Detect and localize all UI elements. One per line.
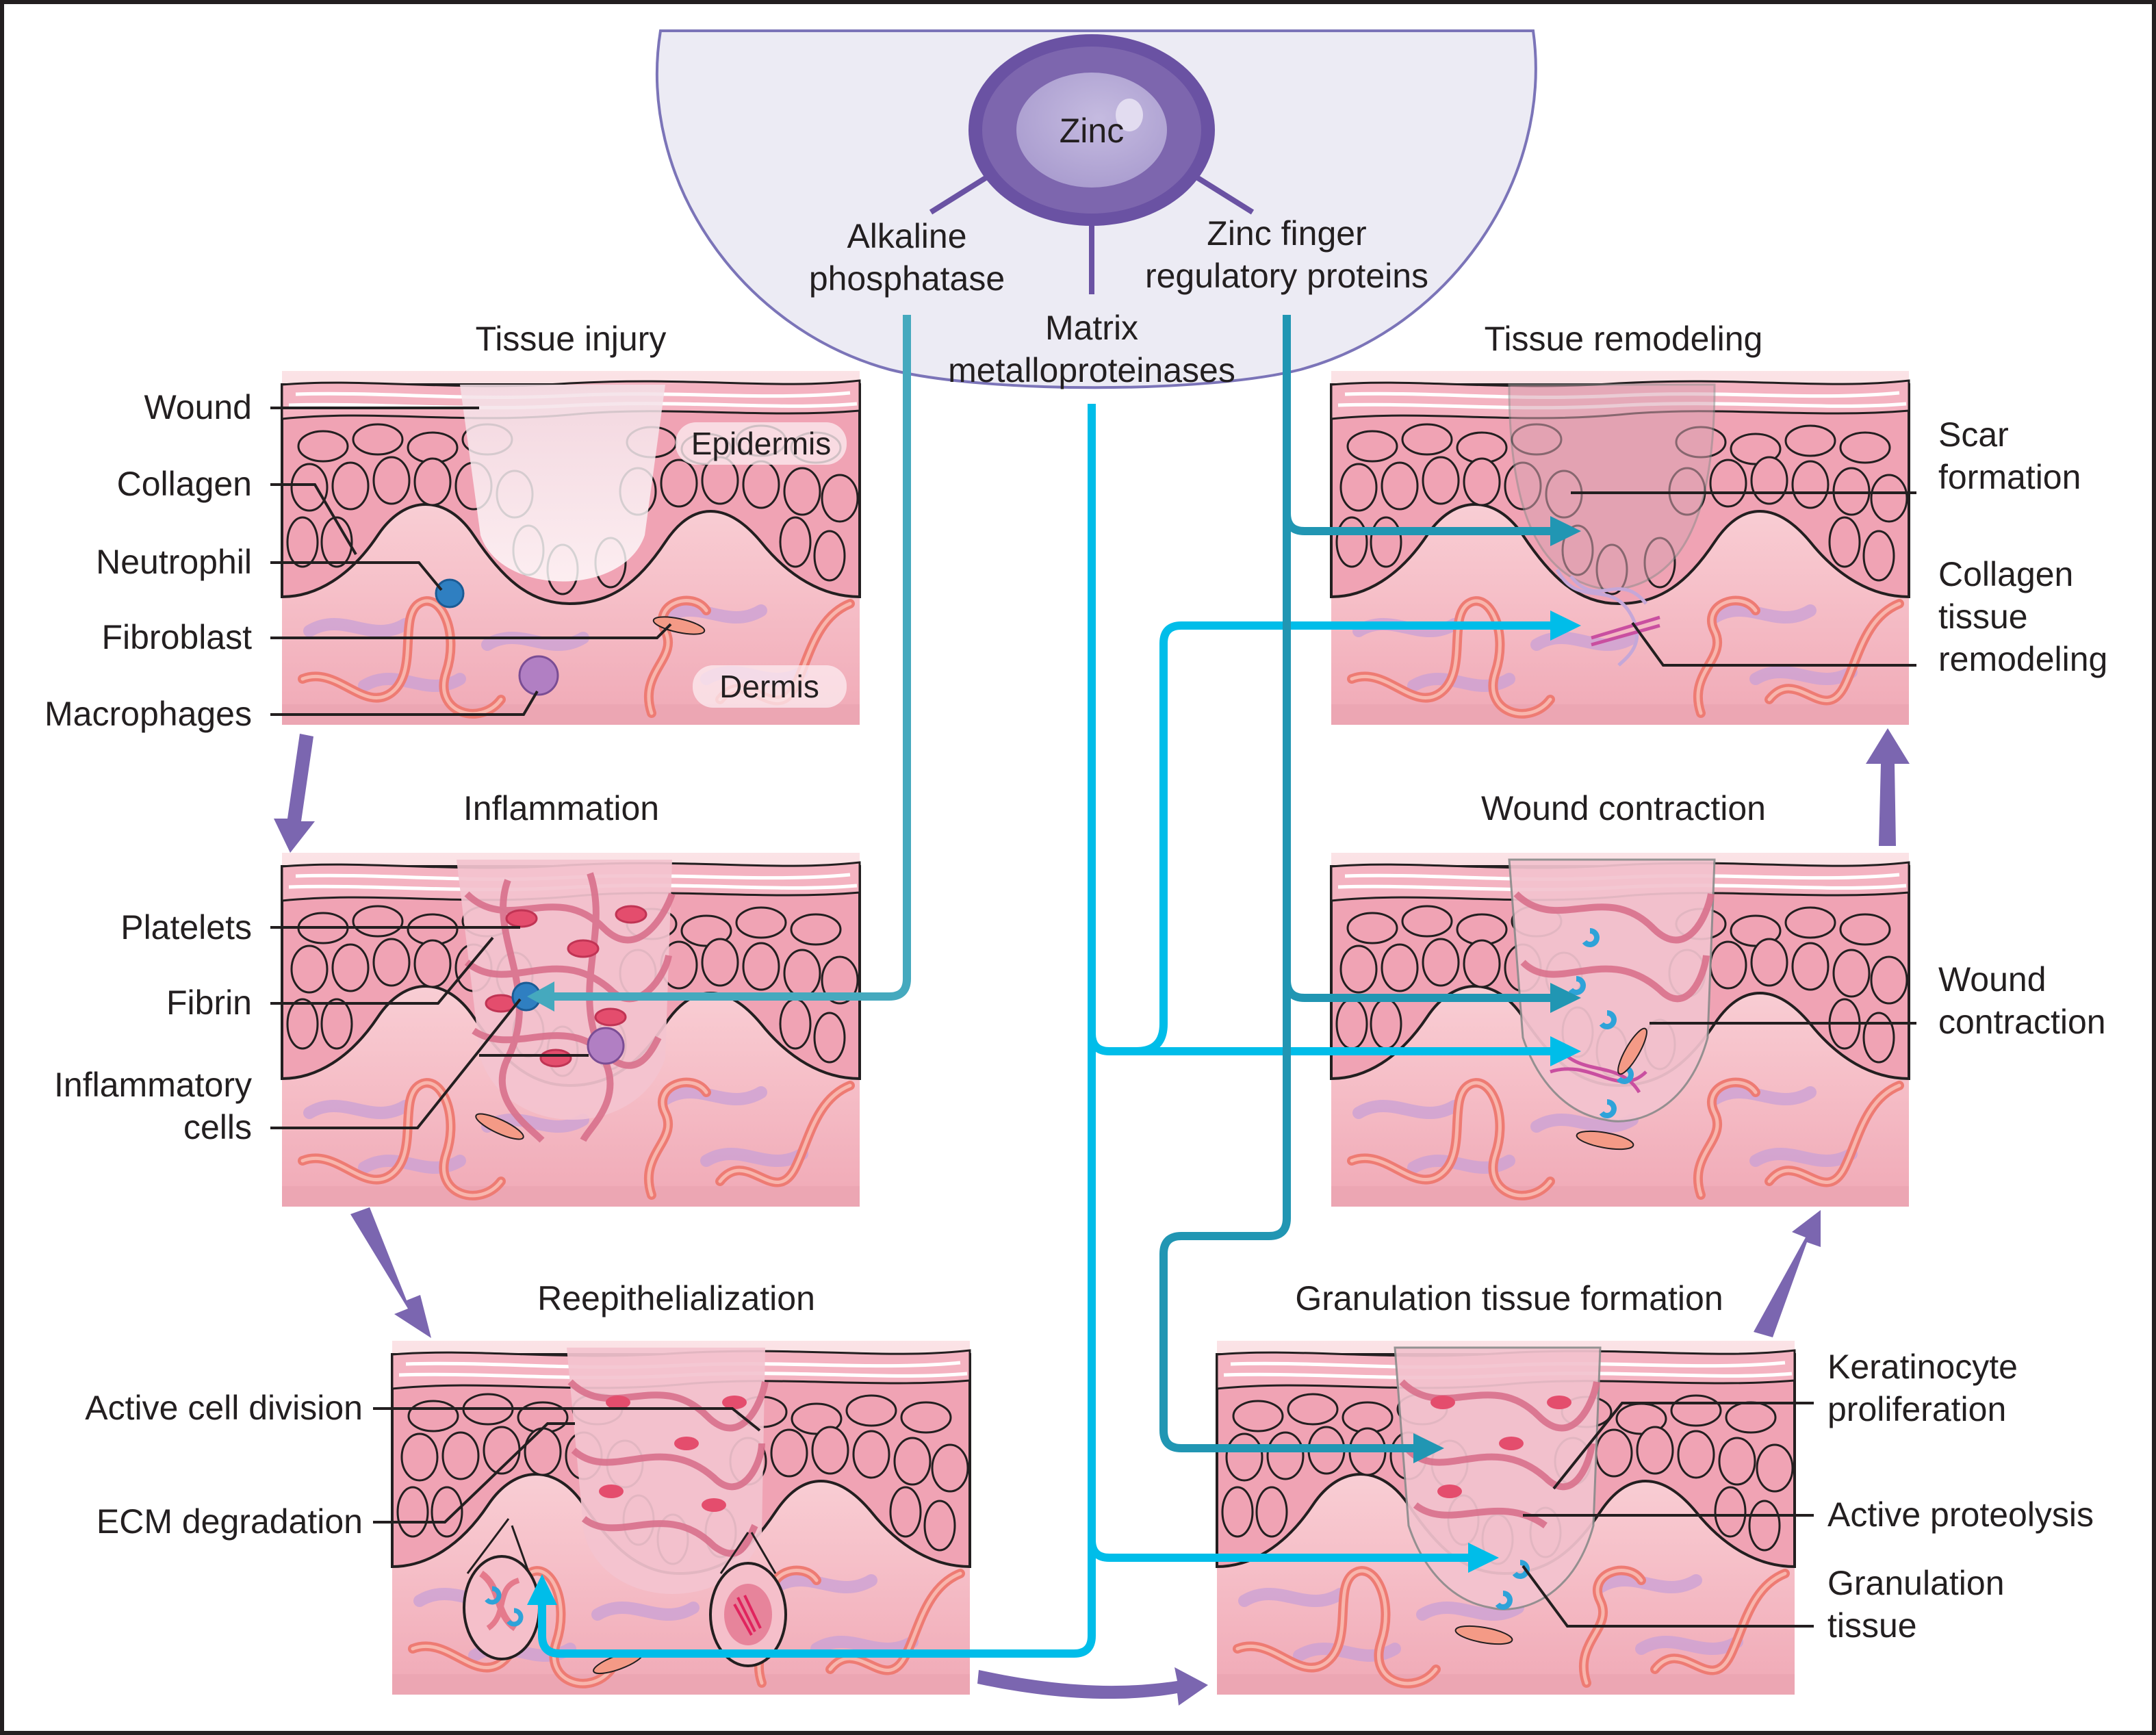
enzyme-alkaline-phosphatase-line2: phosphatase [809, 259, 1005, 298]
panel-title: Granulation tissue formation [1295, 1279, 1723, 1318]
label-granulation-line2: tissue [1827, 1606, 1917, 1645]
leader-active-cell-division [373, 1407, 761, 1432]
enzyme-mmp-line1: Matrix [1045, 309, 1138, 347]
label-wound-contraction-line2: contraction [1938, 1003, 2106, 1041]
leader-collagen [270, 483, 357, 556]
tag-epidermis: Epidermis [691, 426, 832, 461]
myofibroblast-icon [1617, 1027, 1647, 1075]
label-collagen-remodeling-line2: tissue [1938, 597, 2028, 636]
panel-granulation-tissue: Granulation tissue formation Keratinocyt… [1217, 1279, 2094, 1695]
panel-reepithelialization: Reepithelialization [85, 1279, 970, 1695]
tag-dermis: Dermis [719, 669, 819, 704]
label-wound: Wound [144, 388, 252, 426]
ecm-degradation-inset [463, 1518, 541, 1660]
leader-fibroblast [270, 623, 672, 639]
flow-arrow-granulation-to-wound-contraction [1754, 1210, 1821, 1337]
label-scar-line1: Scar [1938, 415, 2009, 454]
macrophage-icon [518, 655, 559, 696]
flow-arrow-wound-contraction-to-tissue-remodeling [1866, 728, 1910, 846]
zinc-label: Zinc [1060, 112, 1124, 150]
enzyme-alkaline-phosphatase-line1: Alkaline [847, 217, 966, 255]
panel-title: Reepithelialization [537, 1279, 815, 1318]
connector-mmp-to-granulation [1088, 1539, 1472, 1562]
label-collagen-remodeling-line1: Collagen [1938, 555, 2073, 593]
arrowhead-zinc-finger-granulation [1413, 1433, 1444, 1463]
enzyme-zinc-finger-line1: Zinc finger [1207, 214, 1366, 253]
zinc-ion-icon [929, 34, 1255, 294]
connector-zinc-finger-trunk [1159, 315, 1417, 1452]
label-macrophages: Macrophages [44, 695, 252, 733]
fibroblast-icon [475, 1113, 524, 1140]
connector-alkaline-to-inflammation [548, 315, 911, 1001]
label-platelets: Platelets [120, 908, 252, 947]
fibroblast-icon [1454, 1625, 1513, 1645]
active-cell-division-inset [709, 1532, 787, 1667]
connector-zinc-finger-to-tissue-remodeling [1283, 513, 1554, 535]
panel-title: Tissue remodeling [1485, 320, 1763, 358]
arrowhead-mmp-wound-contraction [1550, 1036, 1581, 1066]
label-keratinocyte-line2: proliferation [1827, 1390, 2006, 1428]
arrowhead-zinc-finger-tissue-remodeling [1550, 516, 1581, 546]
label-fibroblast: Fibroblast [101, 618, 252, 656]
label-ecm-degradation: ECM degradation [97, 1502, 363, 1541]
panel-inflammation: Inflammation [54, 789, 860, 1207]
connector-mmp-to-tissue-remodeling [1135, 621, 1554, 1055]
flow-arrow-reepithelialization-to-granulation [977, 1667, 1208, 1706]
fibroblast-icon [652, 616, 706, 635]
enzyme-zinc-finger-line2: regulatory proteins [1145, 257, 1428, 295]
connector-mmp-trunk [538, 404, 1096, 1658]
leader-granulation-tissue [1522, 1565, 1814, 1628]
leader-ecm-degradation [373, 1422, 575, 1524]
fibroblast-icon [1576, 1130, 1634, 1151]
flow-arrow-inflammation-to-reepithelialization [350, 1207, 431, 1338]
panel-title: Wound contraction [1481, 789, 1766, 827]
label-inflammatory-line2: cells [183, 1108, 252, 1146]
label-inflammatory-line1: Inflammatory [54, 1066, 252, 1104]
wound-gap [460, 385, 665, 582]
arrowhead-mmp-granulation [1468, 1543, 1499, 1573]
leader-keratinocyte-proliferation [1552, 1402, 1814, 1490]
label-active-cell-division: Active cell division [85, 1389, 363, 1427]
leader-collagen-remodeling [1631, 621, 1916, 667]
leader-fibrin [270, 936, 494, 1005]
label-collagen: Collagen [117, 465, 252, 503]
arrowhead-mmp-tissue-remodeling [1550, 611, 1581, 641]
panel-title: Inflammation [463, 789, 659, 827]
enzyme-mmp-line2: metalloproteinases [948, 351, 1235, 389]
connector-zinc-finger-to-wound-contraction [1283, 979, 1554, 1002]
connector-mmp-to-wound-contraction [1088, 1033, 1554, 1055]
arrowhead-alkaline [527, 981, 554, 1012]
label-wound-contraction-line1: Wound [1938, 960, 2046, 999]
label-fibrin: Fibrin [166, 984, 252, 1022]
arrowhead-mmp-reepithelialization [527, 1574, 557, 1605]
macrophage-icon [587, 1027, 625, 1065]
panel-title: Tissue injury [476, 320, 667, 358]
leader-inflammatory-cells [270, 998, 522, 1129]
label-keratinocyte-line1: Keratinocyte [1827, 1348, 2018, 1386]
leader-macrophages [270, 690, 539, 716]
label-scar-line2: formation [1938, 458, 2081, 496]
neutrophil-icon [435, 578, 465, 608]
flow-arrow-injury-to-inflammation [274, 734, 315, 853]
arrowhead-zinc-finger-wound-contraction [1550, 983, 1581, 1013]
label-granulation-line1: Granulation [1827, 1564, 2005, 1602]
label-collagen-remodeling-line3: remodeling [1938, 640, 2107, 678]
leader-neutrophil [270, 561, 443, 591]
panel-tissue-injury: Tissue injury Epidermis Dermis Wound Col… [44, 320, 860, 733]
label-neutrophil: Neutrophil [96, 543, 252, 581]
label-active-proteolysis: Active proteolysis [1827, 1495, 2094, 1534]
